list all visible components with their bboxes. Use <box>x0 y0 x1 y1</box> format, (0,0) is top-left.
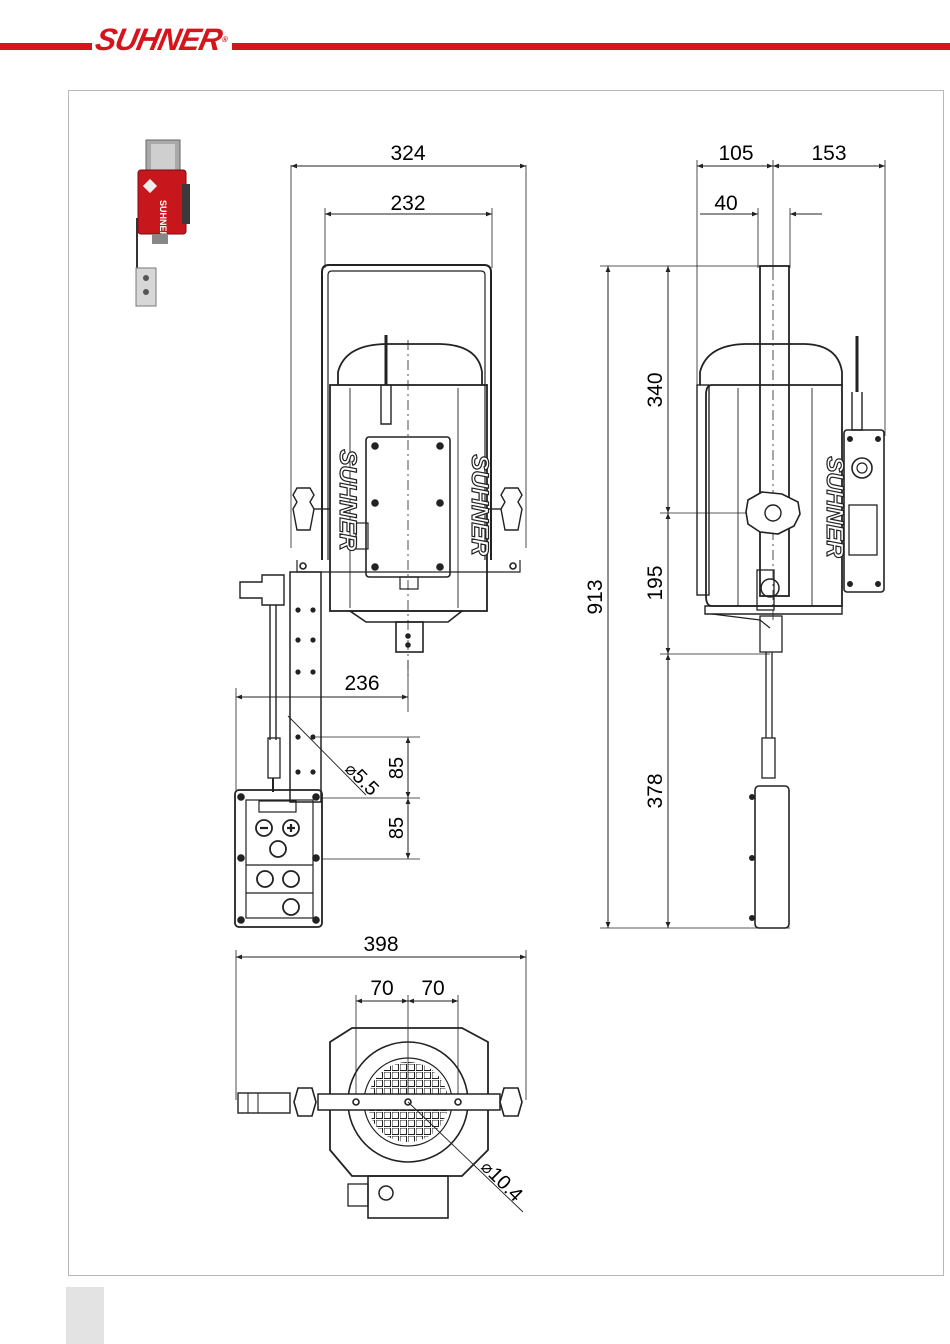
dim-232-label: 232 <box>390 192 425 215</box>
hole-diameter-label: ⌀5.5 <box>340 758 382 800</box>
dim-378-label: 378 <box>644 773 667 808</box>
dim-236-label: 236 <box>344 672 379 695</box>
dim-70-right-label: 70 <box>421 977 444 1000</box>
dim-324-label: 324 <box>390 142 425 165</box>
svg-text:SUHNER: SUHNER <box>158 200 168 239</box>
motor-label-front-right: SUHNER <box>466 454 493 556</box>
dim-85-upper-label: 85 <box>386 757 408 779</box>
dim-195-label: 195 <box>644 565 667 600</box>
dim-340-label: 340 <box>644 372 667 407</box>
dim-70-left-label: 70 <box>370 977 393 1000</box>
dim-105-label: 105 <box>718 142 753 165</box>
dim-153-label: 153 <box>811 142 846 165</box>
motor-label-side: SUHNER <box>821 456 848 558</box>
product-photo: SUHNER <box>136 140 190 306</box>
motor-label-front-left: SUHNER <box>334 449 361 551</box>
dim-85-lower-label: 85 <box>386 817 408 839</box>
dim-398-label: 398 <box>363 933 398 956</box>
bolt-diameter-label: ⌀10.4 <box>476 1156 526 1206</box>
dim-40-label: 40 <box>714 192 737 215</box>
dim-913-label: 913 <box>584 579 607 614</box>
page-tab-marker <box>66 1287 104 1344</box>
